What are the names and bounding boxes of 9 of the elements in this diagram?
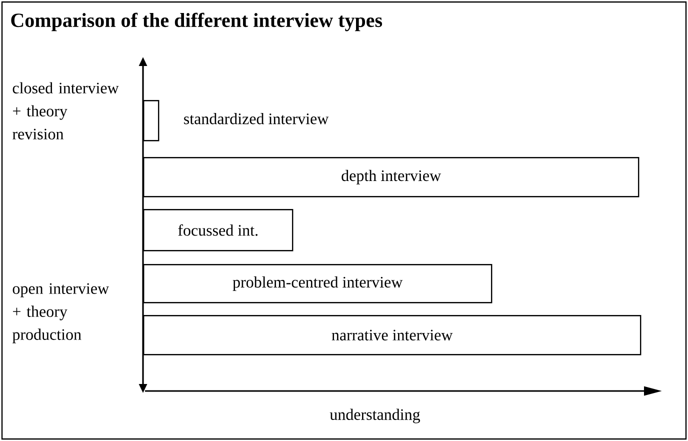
title: Comparison of the different interview types bbox=[11, 12, 382, 32]
axis-label: open interview + theory production bbox=[12, 283, 109, 344]
labelled-bar: depth interview bbox=[143, 157, 640, 198]
labelled-bar: narrative interview bbox=[143, 314, 642, 356]
labelled-bar: focussed int. bbox=[143, 209, 294, 252]
axis-label: understanding bbox=[330, 408, 420, 424]
axis-label: closed interview + theory revision bbox=[12, 82, 119, 140]
bar-label: standardized interview bbox=[184, 112, 329, 124]
labelled-bar: problem-centred interview bbox=[143, 264, 492, 304]
